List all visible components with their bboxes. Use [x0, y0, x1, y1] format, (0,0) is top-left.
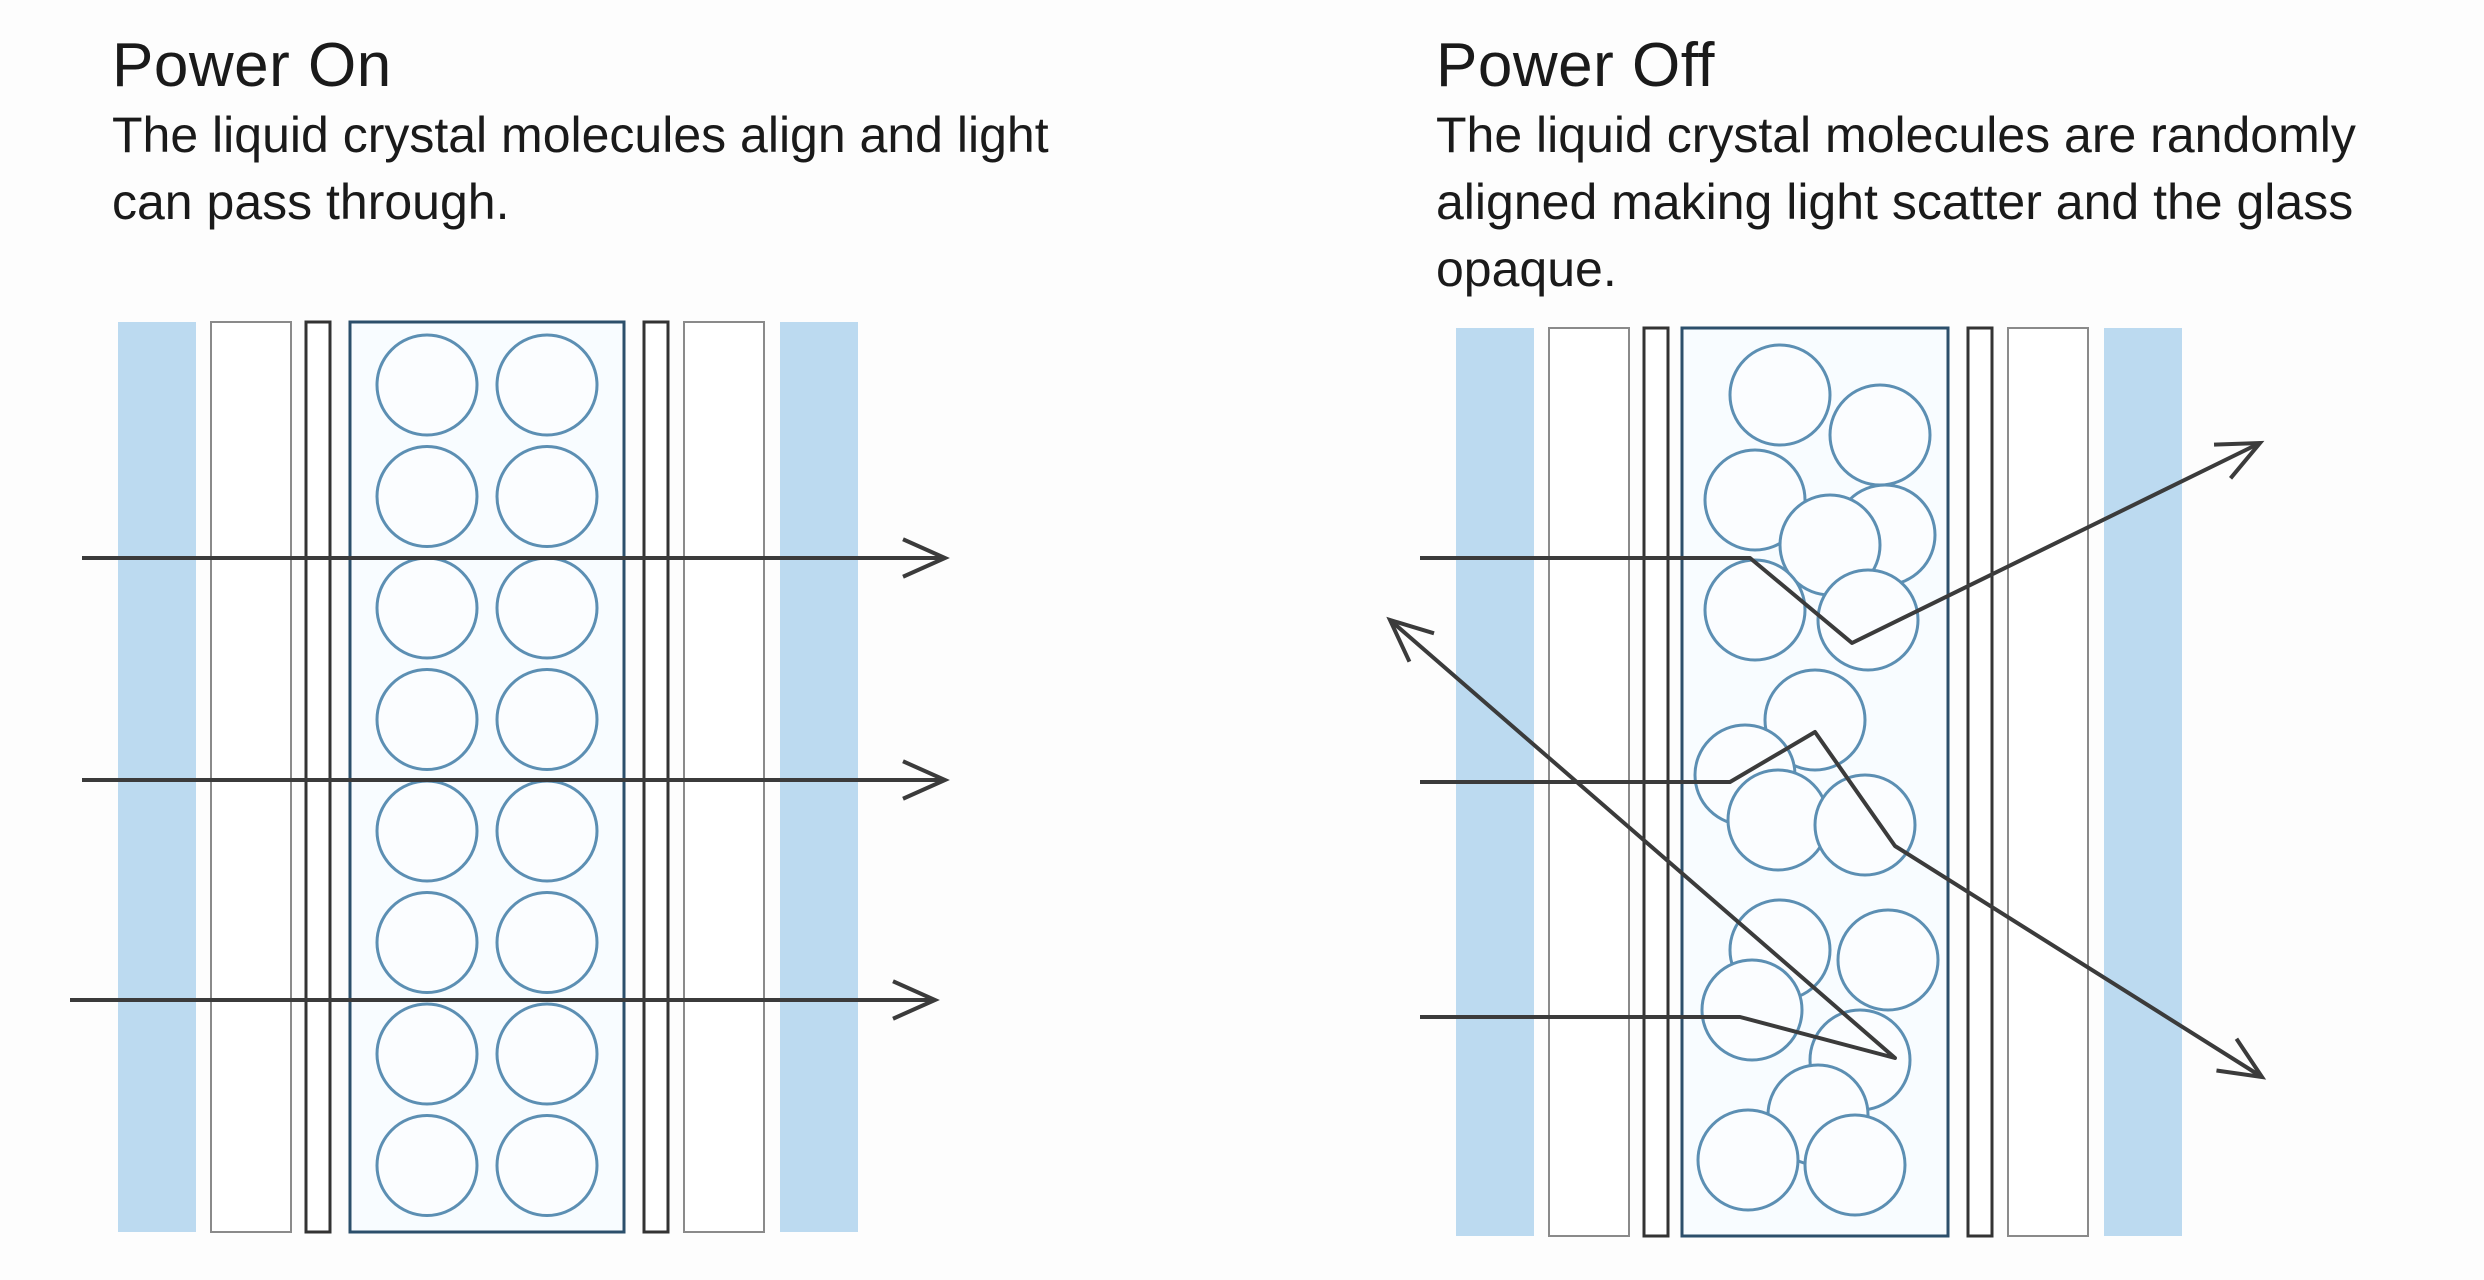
power-on-title: Power On [112, 31, 392, 100]
on-glass-pane-right [780, 322, 858, 1232]
on-electrode-left [304, 320, 332, 1234]
liquid-crystal-molecule [1728, 343, 1832, 447]
liquid-crystal-molecule [1803, 1113, 1907, 1217]
liquid-crystal-molecule [375, 445, 479, 548]
arrow-head-icon [2216, 1037, 2267, 1080]
liquid-crystal-molecule [1703, 558, 1807, 662]
arrow-head-icon [902, 537, 950, 579]
liquid-crystal-molecule [495, 556, 599, 660]
power-off-panel [1386, 326, 2267, 1238]
power-off-title: Power Off [1436, 31, 1716, 100]
off-film-right [2007, 327, 2089, 1237]
liquid-crystal-molecule [1836, 908, 1940, 1012]
power-off-description: The liquid crystal molecules are randoml… [1436, 107, 2356, 297]
on-film-left [210, 321, 292, 1233]
liquid-crystal-molecule [495, 333, 599, 437]
liquid-crystal-molecule [1700, 958, 1804, 1062]
light-ray-scattered-1 [1420, 441, 2261, 645]
power-on-caption: Power On The liquid crystal molecules al… [112, 30, 1112, 236]
power-on-panel [70, 320, 950, 1234]
liquid-crystal-molecule [375, 1002, 479, 1106]
liquid-crystal-molecule [495, 1002, 599, 1106]
light-ray-scattered-3 [1388, 618, 1897, 1060]
off-glass-pane-right [2104, 328, 2182, 1236]
liquid-crystal-molecule [495, 1114, 599, 1217]
off-electrode-right [1966, 326, 1994, 1238]
liquid-crystal-molecule [1696, 1108, 1800, 1212]
liquid-crystal-molecule [375, 333, 479, 437]
on-lc-cell [348, 320, 626, 1234]
on-glass-pane-left [118, 322, 196, 1232]
liquid-crystal-molecule [375, 779, 479, 883]
liquid-crystal-molecule [495, 668, 599, 771]
arrow-head-icon [902, 759, 950, 801]
liquid-crystal-molecule [495, 779, 599, 883]
power-on-description: The liquid crystal molecules align and l… [112, 107, 1049, 230]
liquid-crystal-molecule [375, 668, 479, 771]
arrow-head-icon [2213, 440, 2265, 480]
power-off-caption: Power Off The liquid crystal molecules a… [1436, 30, 2436, 303]
liquid-crystal-molecule [495, 445, 599, 548]
on-electrode-right [642, 320, 670, 1234]
liquid-crystal-molecule [375, 1114, 479, 1217]
liquid-crystal-molecule [1726, 768, 1830, 872]
liquid-crystal-molecule [375, 891, 479, 994]
liquid-crystal-molecule [375, 556, 479, 660]
on-film-right [683, 321, 765, 1233]
liquid-crystal-molecule [1828, 383, 1932, 487]
arrow-head-icon [892, 979, 940, 1021]
light-ray-scattered-2 [1420, 730, 2264, 1079]
liquid-crystal-molecule [1816, 568, 1920, 672]
liquid-crystal-molecule [495, 891, 599, 994]
liquid-crystal-molecule [1813, 773, 1917, 877]
arrow-head-icon [1386, 616, 1435, 663]
